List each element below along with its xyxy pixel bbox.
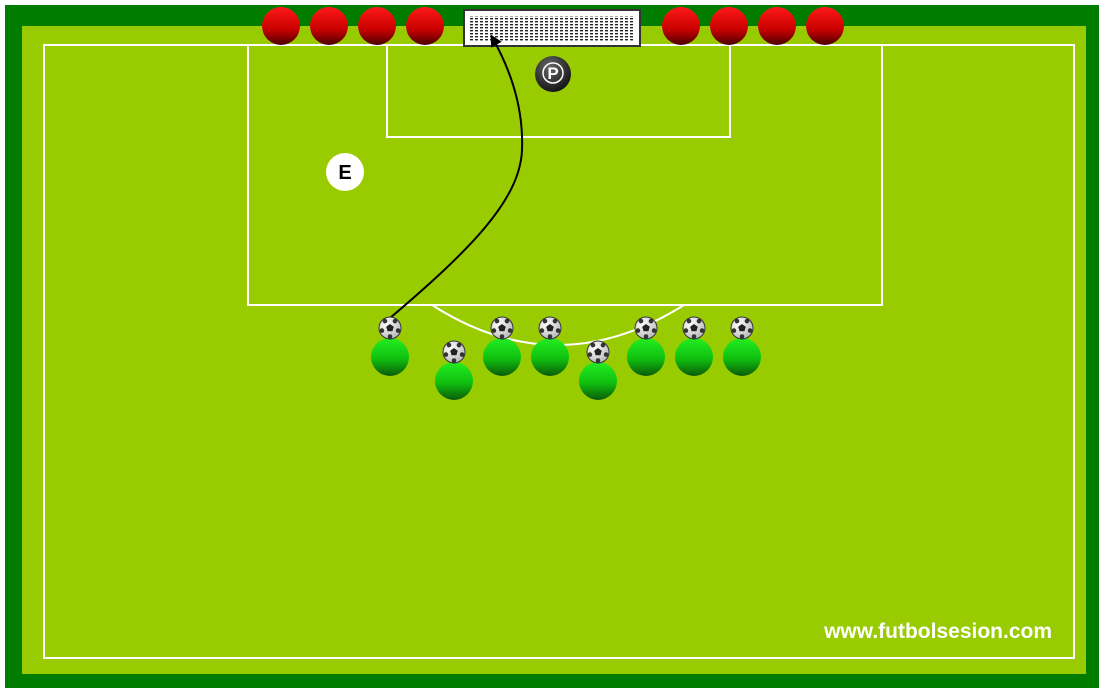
red-disc-icon [806, 7, 844, 45]
green-player-icon [371, 338, 409, 376]
coach: E [326, 153, 364, 191]
red-disc-icon [758, 7, 796, 45]
coach-label: E [338, 162, 351, 184]
soccer-ball-icon [539, 317, 561, 339]
soccer-ball-icon [379, 317, 401, 339]
goalkeeper: P [535, 56, 571, 92]
green-player-icon [675, 338, 713, 376]
green-player-icon [483, 338, 521, 376]
soccer-ball-icon [491, 317, 513, 339]
goalkeeper-label: P [547, 64, 558, 83]
green-player-icon [435, 362, 473, 400]
goal-net-icon [464, 10, 640, 46]
soccer-ball-icon [443, 341, 465, 363]
green-player-icon [723, 338, 761, 376]
green-player-icon [531, 338, 569, 376]
red-disc-icon [710, 7, 748, 45]
red-disc-icon [262, 7, 300, 45]
green-player-icon [627, 338, 665, 376]
soccer-ball-icon [731, 317, 753, 339]
red-disc-icon [662, 7, 700, 45]
red-disc-icon [358, 7, 396, 45]
watermark: www.futbolsesion.com [823, 620, 1052, 643]
soccer-ball-icon [683, 317, 705, 339]
soccer-ball-icon [587, 341, 609, 363]
red-disc-icon [310, 7, 348, 45]
soccer-ball-icon [635, 317, 657, 339]
green-player-icon [579, 362, 617, 400]
red-disc-icon [406, 7, 444, 45]
